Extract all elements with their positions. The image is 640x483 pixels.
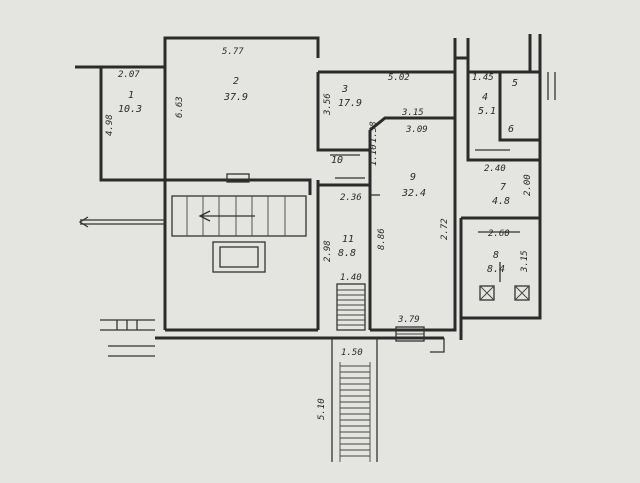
room-3-dim-b: 3.56 bbox=[323, 93, 333, 116]
room-3: 5.02 3 17.9 3.56 bbox=[323, 73, 410, 116]
room-5-number: 5 bbox=[512, 78, 518, 89]
room-3-area: 17.9 bbox=[338, 98, 362, 109]
walls bbox=[75, 34, 542, 340]
room-7-area: 4.8 bbox=[492, 196, 510, 207]
room-10-dim: 1.38 bbox=[369, 121, 379, 143]
room-1-dim-b: 4.98 bbox=[105, 114, 115, 136]
room-4-area: 5.1 bbox=[478, 106, 496, 117]
room-6-number: 6 bbox=[508, 124, 514, 135]
room-9: 3.15 3.09 9 32.4 2.72 3.79 8.86 bbox=[377, 108, 450, 325]
dim-1-50: 1.50 bbox=[341, 348, 363, 358]
room-9-dim-a: 3.15 bbox=[401, 108, 424, 118]
room-9-dim-d: 3.79 bbox=[397, 315, 420, 325]
room-11-area: 8.8 bbox=[338, 248, 356, 259]
room-1: 2.07 1 10.3 4.98 bbox=[105, 70, 142, 136]
room-7-number: 7 bbox=[500, 182, 506, 193]
room-8-area: 8.4 bbox=[487, 264, 505, 275]
detail-lines bbox=[78, 72, 556, 462]
room-2: 5.77 2 37.9 6.63 bbox=[175, 47, 248, 118]
room-2-dim-a: 5.77 bbox=[222, 47, 244, 57]
extra-dimensions: 1.10 1.40 1.50 5.10 bbox=[317, 144, 379, 420]
room-9-dim-b: 3.09 bbox=[405, 125, 428, 135]
room-11-dim-a: 2.36 bbox=[340, 193, 362, 203]
dim-1-10: 1.10 bbox=[369, 144, 379, 166]
room-11-number: 11 bbox=[342, 234, 354, 245]
room-7: 2.40 7 4.8 2.00 bbox=[484, 164, 533, 207]
room-11: 2.36 11 8.8 2.98 bbox=[323, 193, 362, 262]
room-6: 6 bbox=[508, 124, 514, 135]
room-3-dim-a: 5.02 bbox=[388, 73, 410, 83]
room-1-area: 10.3 bbox=[118, 104, 142, 115]
dim-5-10: 5.10 bbox=[317, 398, 327, 420]
room-9-area: 32.4 bbox=[401, 188, 426, 199]
room-2-area: 37.9 bbox=[223, 92, 248, 103]
room-7-dim-b: 2.00 bbox=[523, 174, 533, 196]
room-3-number: 3 bbox=[341, 84, 348, 95]
room-10-number: 10 bbox=[331, 155, 343, 166]
room-4-number: 4 bbox=[482, 92, 488, 103]
room-9-dim-e: 8.86 bbox=[377, 228, 387, 250]
room-4: 1.45 4 5.1 bbox=[472, 73, 496, 117]
room-4-dim-a: 1.45 bbox=[472, 73, 494, 83]
room-5: 5 bbox=[512, 78, 518, 89]
room-9-dim-c: 2.72 bbox=[440, 218, 450, 240]
room-9-number: 9 bbox=[410, 172, 416, 183]
room-11-dim-b: 2.98 bbox=[323, 240, 333, 262]
room-8-dim-b: 3.15 bbox=[520, 250, 530, 273]
room-8-number: 8 bbox=[493, 250, 499, 261]
room-8: 2.60 8 8.4 3.15 bbox=[487, 229, 530, 275]
room-1-number: 1 bbox=[128, 90, 134, 101]
room-2-dim-b: 6.63 bbox=[175, 96, 185, 118]
room-10: 10 1.38 bbox=[331, 121, 379, 166]
room-7-dim-a: 2.40 bbox=[484, 164, 506, 174]
room-8-dim-a: 2.60 bbox=[488, 229, 510, 239]
room-2-number: 2 bbox=[233, 76, 239, 87]
room-1-dim-a: 2.07 bbox=[118, 70, 140, 80]
dim-1-40: 1.40 bbox=[340, 273, 362, 283]
